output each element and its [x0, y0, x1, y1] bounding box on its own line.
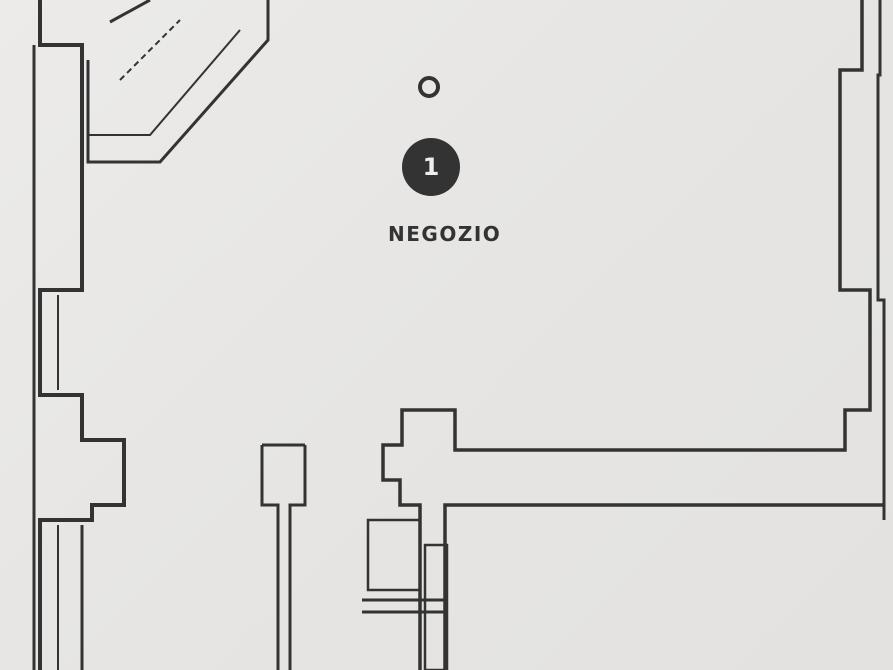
circle-marker-icon [418, 76, 440, 98]
room-label: NEGOZIO [388, 222, 502, 246]
room-number-badge: 1 [402, 138, 460, 196]
